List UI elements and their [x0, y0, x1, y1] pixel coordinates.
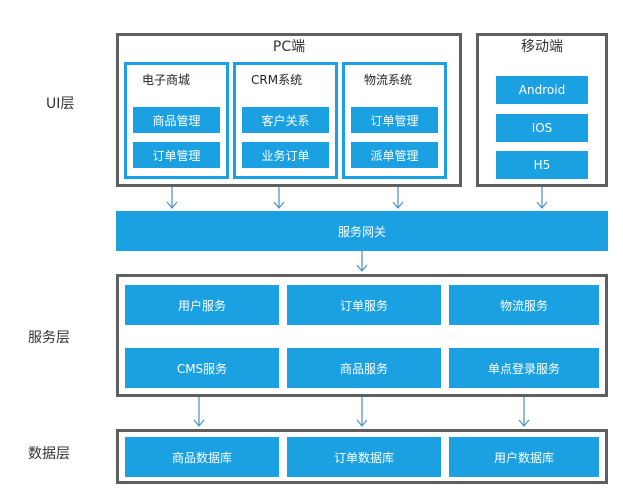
db-user: 用户数据库	[449, 437, 599, 477]
arrow-logistics-to-gateway-head	[392, 201, 404, 209]
pc-group-title: PC端	[272, 39, 306, 55]
mobile-android: Android	[496, 76, 588, 104]
logistics-order-mgmt: 订单管理	[351, 107, 438, 133]
crm-customer-relation: 客户关系	[242, 107, 329, 133]
db-product: 商品数据库	[125, 437, 279, 477]
service-cms: CMS服务	[125, 348, 279, 388]
service-sso: 单点登录服务	[449, 348, 599, 388]
mobile-h5: H5	[496, 151, 588, 179]
logistics-dispatch-mgmt: 派单管理	[351, 142, 438, 168]
logistics-title: 物流系统	[364, 73, 413, 87]
crm-title: CRM系统	[251, 73, 303, 87]
arrow-services-to-db-1-head	[193, 419, 205, 427]
arrow-mobile-to-gateway-head	[536, 201, 548, 209]
layer-label-ui: UI层	[46, 96, 75, 112]
layer-label-service: 服务层	[28, 330, 70, 346]
crm-business-order: 业务订单	[242, 142, 329, 168]
ecommerce-product-mgmt: 商品管理	[133, 107, 220, 133]
mobile-group-title: 移动端	[521, 39, 563, 55]
ecommerce-order-mgmt: 订单管理	[133, 142, 220, 168]
arrow-ecommerce-to-gateway-head	[166, 201, 178, 209]
arrow-crm-to-gateway-head	[273, 201, 285, 209]
service-product: 商品服务	[287, 348, 441, 388]
db-order: 订单数据库	[287, 437, 441, 477]
arrow-services-to-db-2-head	[356, 419, 368, 427]
mobile-ios: IOS	[496, 114, 588, 142]
service-user: 用户服务	[125, 285, 279, 325]
service-gateway: 服务网关	[116, 211, 608, 251]
service-order: 订单服务	[287, 285, 441, 325]
layer-label-data: 数据层	[28, 446, 70, 462]
arrow-gateway-to-services-head	[356, 264, 368, 272]
arrow-services-to-db-3-head	[518, 419, 530, 427]
ecommerce-title: 电子商城	[142, 73, 191, 87]
service-logistics: 物流服务	[449, 285, 599, 325]
